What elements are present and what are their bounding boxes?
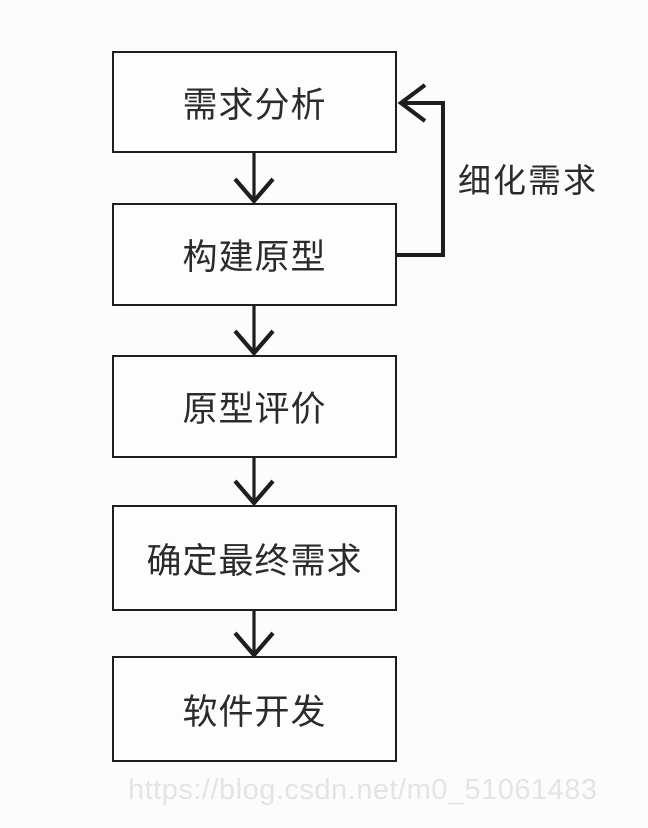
box-label: 构建原型	[182, 238, 327, 277]
arrow-down-2	[233, 306, 275, 357]
flow-box-final-requirements: 确定最终需求	[112, 505, 397, 611]
feedback-connector	[397, 83, 445, 257]
arrowhead-left-icon	[397, 83, 427, 123]
flow-box-requirements-analysis: 需求分析	[112, 51, 397, 153]
watermark-url: https://blog.csdn.net/m0_51061483	[128, 774, 598, 806]
flow-box-build-prototype: 构建原型	[112, 203, 397, 306]
box-label: 确定最终需求	[146, 541, 363, 581]
arrow-down-3	[233, 458, 275, 507]
feedback-label: 细化需求	[458, 162, 598, 199]
arrow-down-1	[233, 153, 275, 205]
arrowhead-down-icon	[233, 329, 275, 357]
arrowhead-down-icon	[233, 479, 275, 507]
box-label: 需求分析	[182, 85, 327, 125]
arrowhead-down-icon	[233, 631, 275, 659]
arrowhead-down-icon	[233, 177, 275, 205]
arrow-down-4	[233, 611, 275, 659]
flow-box-prototype-evaluation: 原型评价	[112, 355, 397, 458]
box-label: 原型评价	[182, 390, 327, 429]
box-label: 软件开发	[182, 692, 327, 732]
flow-box-software-development: 软件开发	[112, 656, 397, 762]
